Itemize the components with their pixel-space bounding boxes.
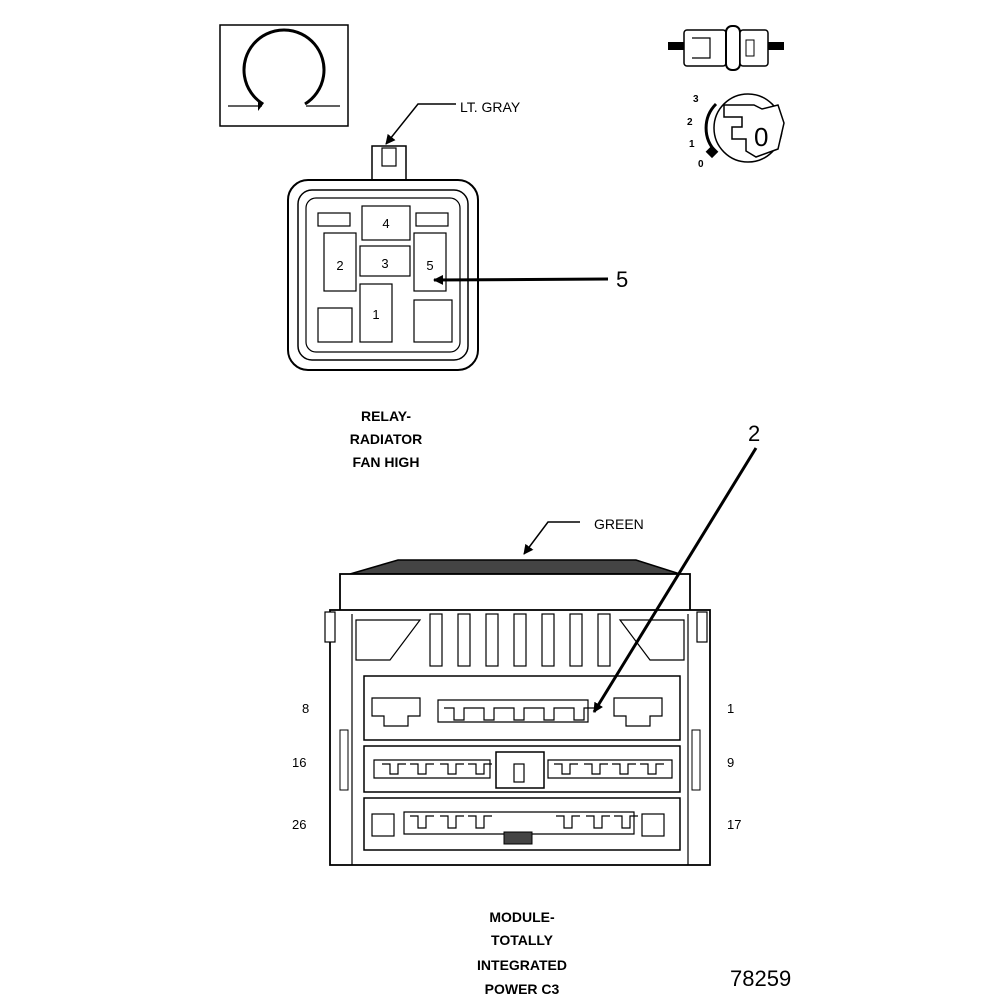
module-row1-left-label: 8 (302, 701, 309, 716)
relay-pin-3-label: 3 (381, 256, 388, 271)
module-row2-left-label: 16 (292, 755, 306, 770)
module-wire-color: GREEN (594, 516, 644, 532)
module-callout-number: 2 (748, 421, 760, 446)
figure-id: 78259 (730, 966, 791, 991)
module-connector (324, 559, 711, 866)
module-wire-leader (523, 521, 580, 555)
key-position-1: 1 (689, 139, 695, 150)
relay-cavity-3 (359, 245, 411, 277)
relay-caption-line-1: RELAY- (361, 408, 411, 424)
relay-wire-color: LT. GRAY (460, 99, 521, 115)
module-caption-line-4: POWER C3 (485, 981, 560, 997)
relay-cavity-5 (413, 232, 447, 292)
relay-callout-leader (433, 274, 609, 285)
relay-cavity-2 (323, 232, 357, 292)
key-switch-icon: 0 3 2 1 0 (687, 93, 785, 170)
relay-pin-4-label: 4 (382, 216, 389, 231)
module-row3-left-label: 26 (292, 817, 306, 832)
relay-pin-1-label: 1 (372, 307, 379, 322)
key-label: 0 (754, 122, 768, 152)
module-caption-line-3: INTEGRATED (477, 957, 567, 973)
relay-connector: 4 2 3 5 1 (287, 145, 479, 371)
relay-pin-5-label: 5 (426, 258, 433, 273)
relay-cavity-4 (361, 205, 411, 241)
inline-connector-icon (668, 25, 784, 71)
module-row3-right-label: 17 (727, 817, 741, 832)
relay-callout-number: 5 (616, 267, 628, 292)
module-callout-leader (592, 447, 758, 713)
module-caption-line-1: MODULE- (489, 909, 555, 925)
module-row1-right-label: 1 (727, 701, 734, 716)
key-position-2: 2 (687, 117, 693, 128)
relay-caption-line-3: FAN HIGH (353, 454, 420, 470)
module-caption-line-2: TOTALLY (491, 932, 554, 948)
module-row2-right-label: 9 (727, 755, 734, 770)
relay-caption-line-2: RADIATOR (350, 431, 423, 447)
key-position-3: 3 (693, 94, 699, 105)
relay-wire-leader (385, 103, 456, 145)
relay-pin-2-label: 2 (336, 258, 343, 273)
relay-cavity-1 (359, 283, 393, 343)
rotation-view-icon (219, 24, 349, 127)
key-position-0: 0 (698, 159, 704, 170)
